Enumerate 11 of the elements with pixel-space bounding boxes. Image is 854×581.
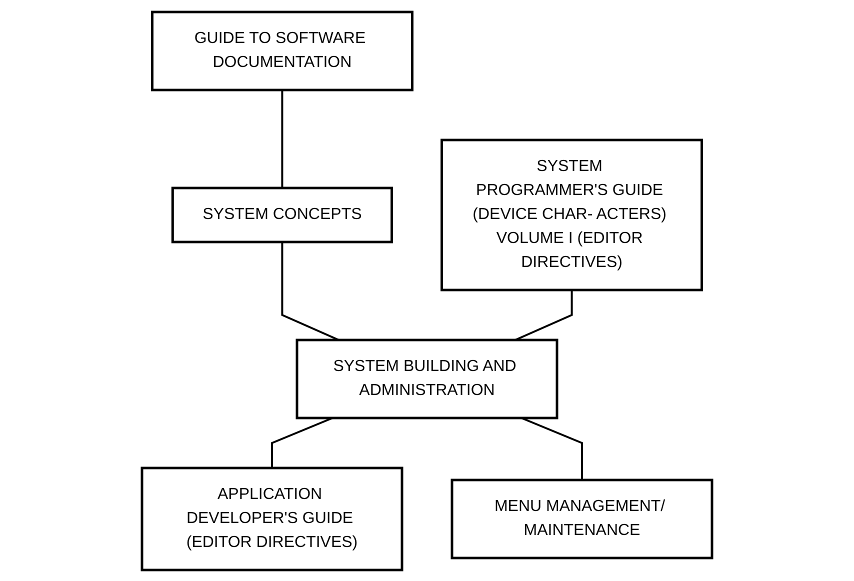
connector <box>281 242 340 340</box>
connector <box>271 416 333 468</box>
node-box: SYSTEM CONCEPTS <box>171 186 394 243</box>
connector <box>281 90 284 188</box>
node-box: SYSTEM BUILDING AND ADMINISTRATION <box>296 338 558 419</box>
node-box: SYSTEM PROGRAMMER'S GUIDE (DEVICE CHAR- ACTERS) VOLUME I (EDITOR DIRECTIVES) <box>440 138 704 291</box>
connector <box>521 416 583 480</box>
node-box: MENU MANAGEMENT/ MAINTENANCE <box>450 478 714 559</box>
connector <box>514 290 573 340</box>
node-box: GUIDE TO SOFTWARE DOCUMENTATION <box>150 10 414 91</box>
node-box: APPLICATION DEVELOPER'S GUIDE (EDITOR DIRECTIVES) <box>140 466 404 571</box>
